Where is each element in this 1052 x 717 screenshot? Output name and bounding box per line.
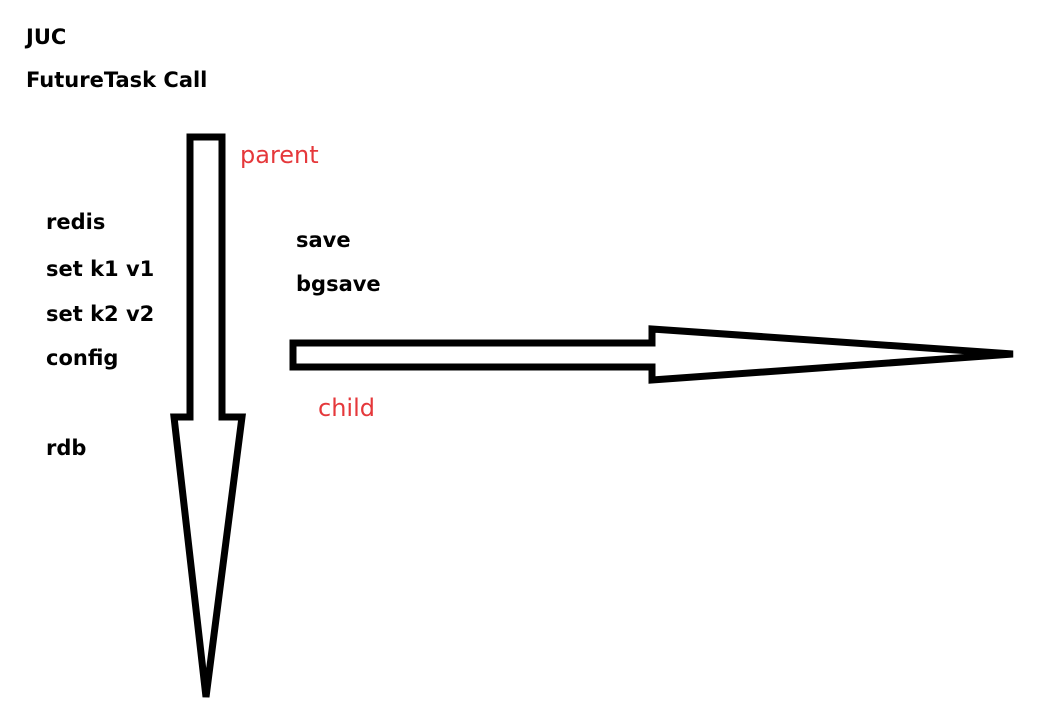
child-label: child (318, 394, 375, 422)
list-item-bgsave: bgsave (296, 272, 381, 296)
heading-futuretask-call: FutureTask Call (26, 68, 208, 92)
parent-arrow (170, 133, 246, 698)
list-item-rdb: rdb (46, 436, 87, 460)
list-item-config: config (46, 346, 119, 370)
list-item-set-k2: set k2 v2 (46, 302, 155, 326)
list-item-save: save (296, 228, 351, 252)
child-arrow (289, 325, 1014, 384)
list-item-redis: redis (46, 210, 106, 234)
list-item-set-k1: set k1 v1 (46, 257, 155, 281)
heading-juc: JUC (26, 25, 67, 49)
parent-label: parent (240, 141, 319, 169)
